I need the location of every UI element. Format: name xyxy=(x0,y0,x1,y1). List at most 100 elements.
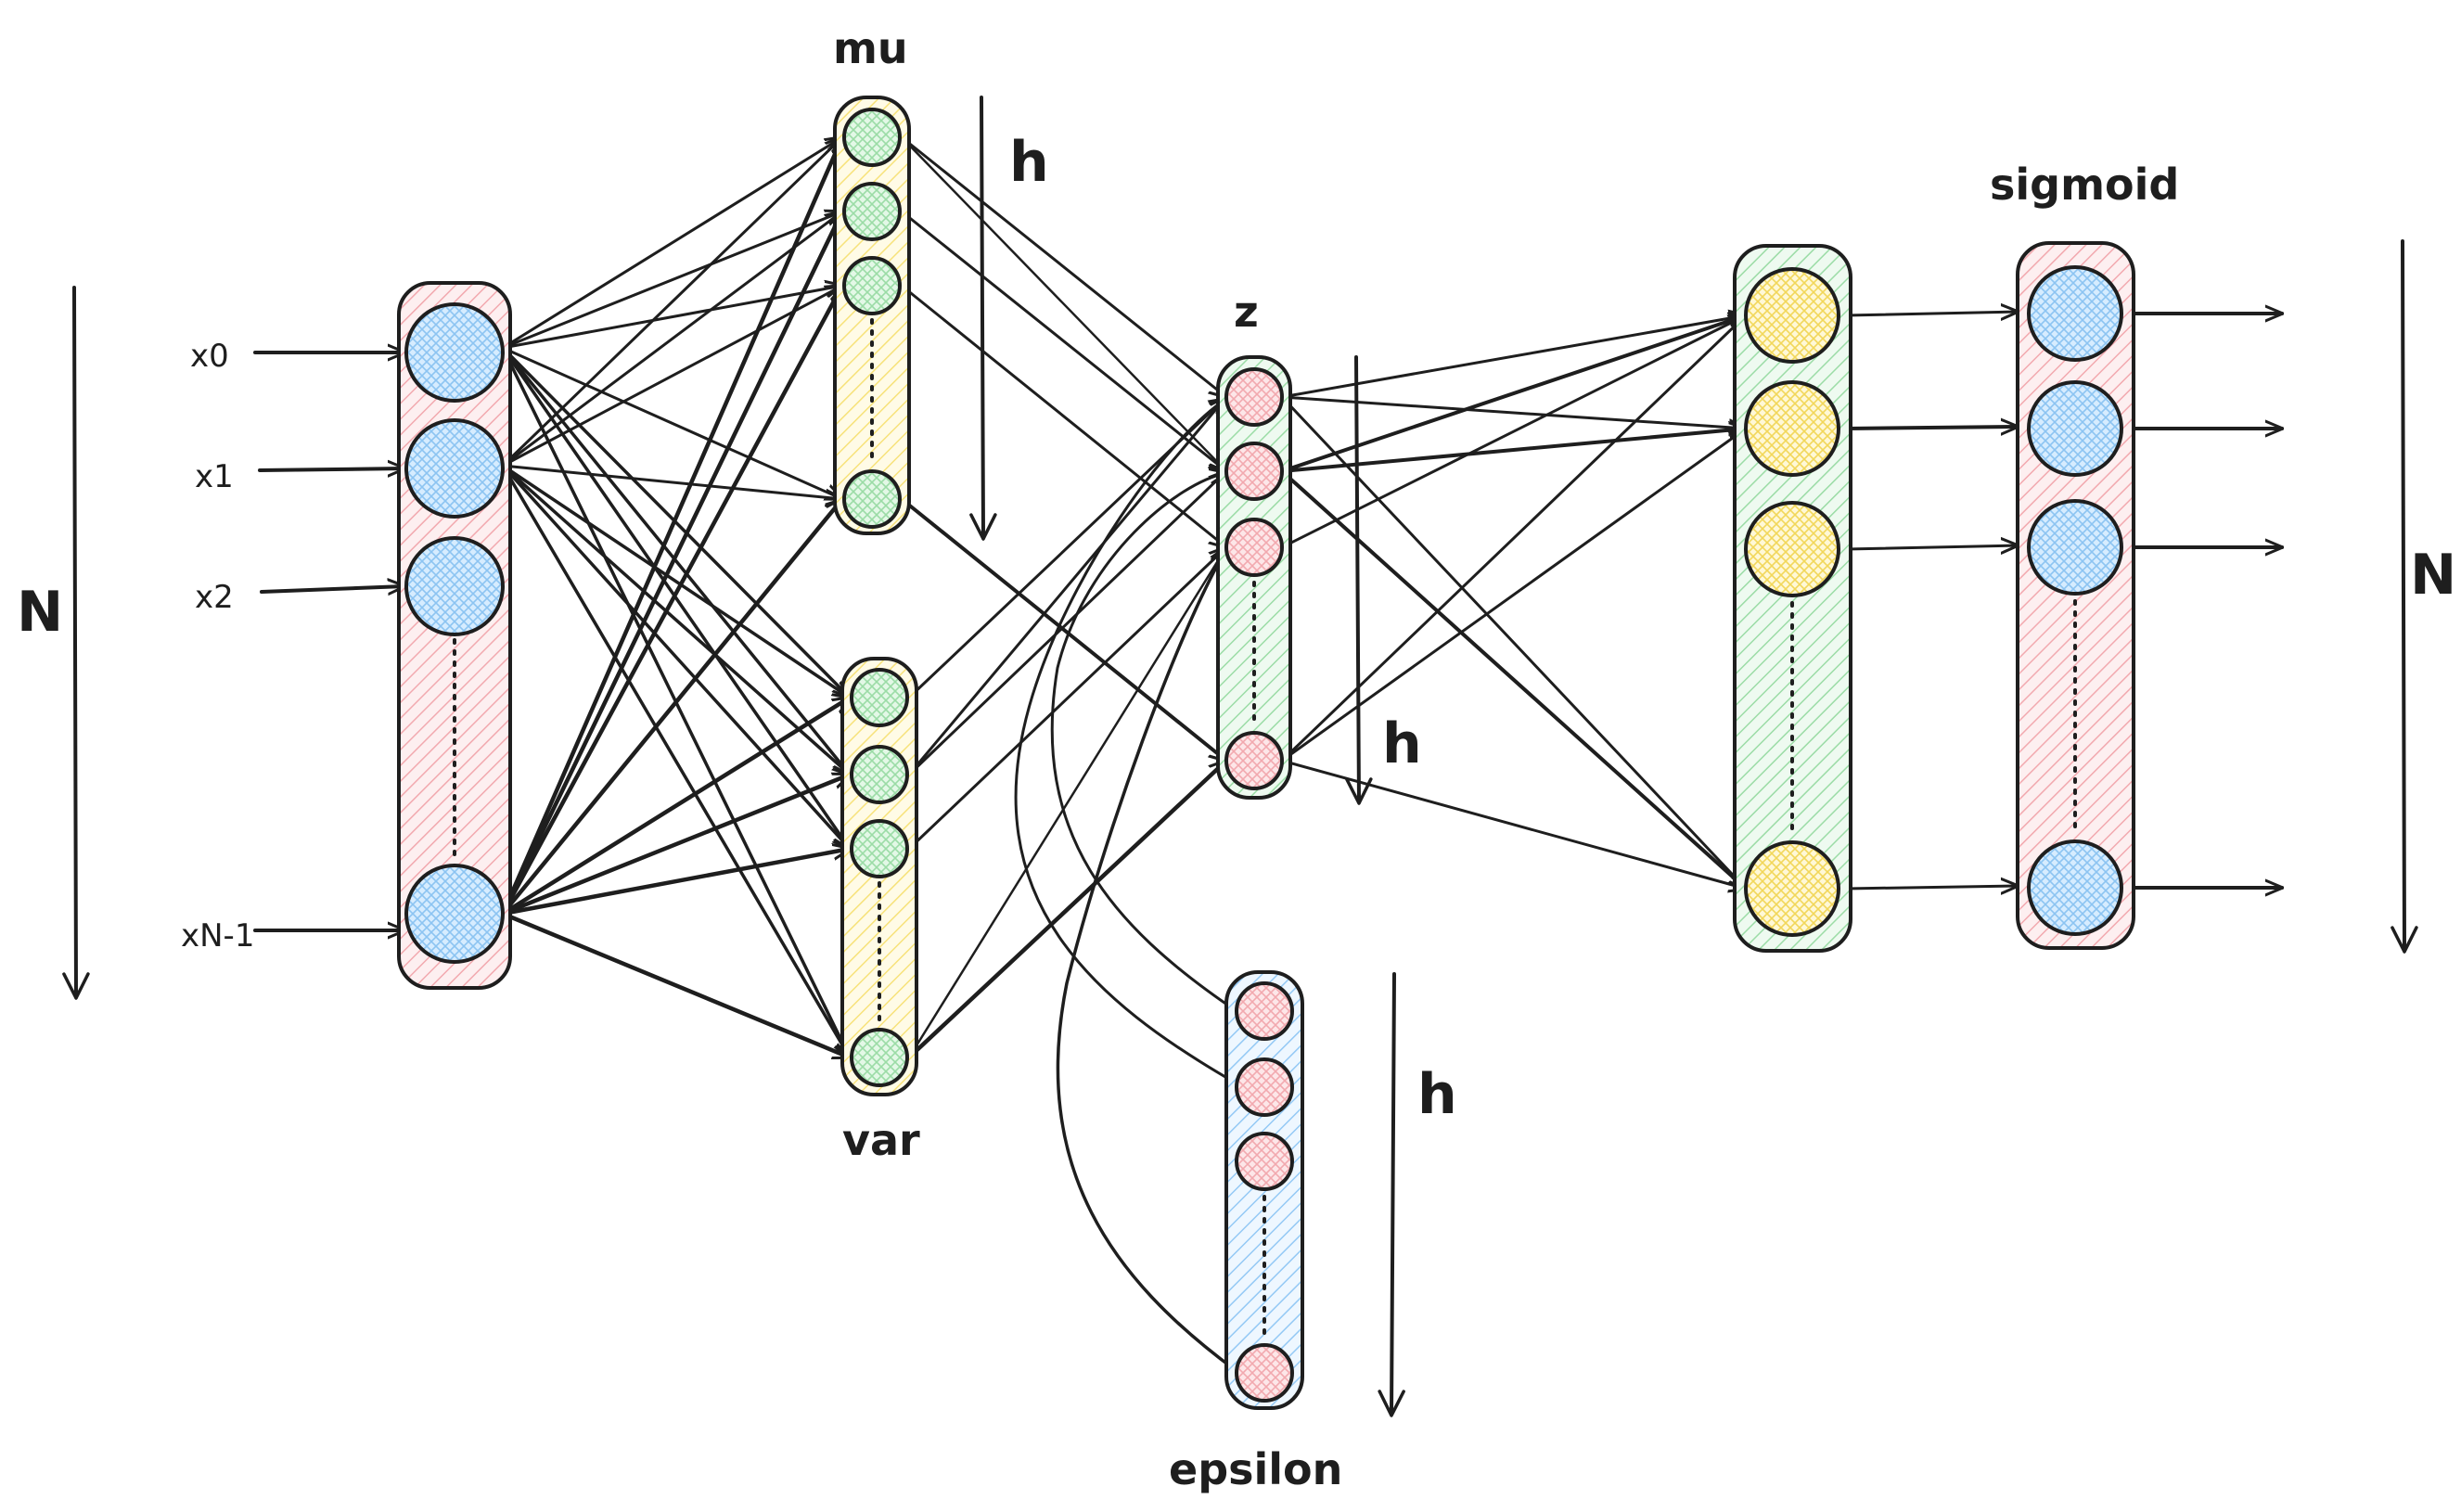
connection-edge xyxy=(900,135,1226,397)
connection-edge xyxy=(900,497,1226,761)
connection-edge xyxy=(1844,312,2018,315)
connection-edge xyxy=(907,471,1226,776)
connection-edge xyxy=(501,346,842,499)
connection-edge xyxy=(260,586,404,592)
mu-layer-node xyxy=(842,469,902,529)
connection-edge xyxy=(500,911,850,1060)
connection-edge xyxy=(500,849,850,916)
connection-edge xyxy=(1280,315,1746,399)
dim-arrow-n-right xyxy=(2391,239,2418,954)
dimension-arrows: N h h h N xyxy=(17,96,2456,1417)
var-layer-node xyxy=(850,668,909,727)
decoder-layer-node xyxy=(1744,267,1840,364)
var-layer-node xyxy=(850,1028,909,1087)
connection-edge xyxy=(1280,429,1746,762)
decoder-layer-node xyxy=(1744,501,1840,597)
connection-edge xyxy=(501,346,850,775)
input-layer-node xyxy=(404,302,505,403)
connection-edge xyxy=(500,137,845,916)
connection-edge xyxy=(1280,315,1746,473)
var-layer-node xyxy=(850,745,909,804)
input-label-xN-1: xN-1 xyxy=(181,917,254,955)
mu-layer xyxy=(833,96,911,535)
epsilon-label: epsilon xyxy=(1169,1444,1342,1494)
connection-edge xyxy=(906,758,1229,1060)
input-layer xyxy=(397,281,512,990)
sigmoid-output-layer-node xyxy=(2027,839,2123,936)
z-layer-node xyxy=(1224,731,1284,790)
sigmoid-label: sigmoid xyxy=(1990,160,2179,210)
connection-edge xyxy=(501,464,850,1057)
z-label: z xyxy=(1234,287,1259,337)
connection-edge xyxy=(258,468,404,470)
connection-edge xyxy=(1280,315,1746,762)
dim-arrow-n-left xyxy=(62,286,90,1000)
connection-edge xyxy=(900,135,1226,471)
connection-edge xyxy=(501,286,842,468)
connection-edge xyxy=(907,547,1226,851)
dim-label-h-epsilon: h xyxy=(1417,1062,1457,1127)
connection-edge xyxy=(501,346,850,849)
connection-curve xyxy=(1056,549,1238,1373)
sigmoid-output-layer-node xyxy=(2027,499,2123,596)
dim-label-h-z: h xyxy=(1382,711,1422,776)
connection-edge xyxy=(501,464,842,499)
mu-layer-node xyxy=(842,182,902,241)
epsilon-layer-node xyxy=(1235,1343,1294,1403)
dim-label-n-right: N xyxy=(2410,543,2456,608)
connection-curve xyxy=(1050,473,1238,1013)
input-label-x0: x0 xyxy=(190,338,229,375)
sigmoid-output-layer-node xyxy=(2027,380,2123,477)
dim-label-n-left: N xyxy=(17,580,63,645)
z-layer-node xyxy=(1224,367,1284,427)
connection-edge xyxy=(500,772,850,916)
connection-edge xyxy=(1844,427,2018,429)
input-layer-node xyxy=(404,536,505,636)
mu-layer-node xyxy=(842,108,902,167)
connection-edge xyxy=(900,284,1226,547)
connection-edge xyxy=(1280,429,1746,473)
input-label-x2: x2 xyxy=(195,579,234,616)
decoder-layer-node xyxy=(1744,840,1840,937)
z-layer-node xyxy=(1224,518,1284,577)
dim-arrow-h-z xyxy=(1345,355,1373,805)
epsilon-layer xyxy=(1224,970,1304,1410)
connection-edge xyxy=(501,286,842,350)
connection-edge xyxy=(501,211,842,468)
input-layer-node xyxy=(404,418,505,519)
connection-edge xyxy=(501,464,850,849)
connection-edge xyxy=(1280,395,1746,889)
connection-edge xyxy=(1844,545,2018,549)
connection-lines xyxy=(253,135,2284,1373)
decoder-layer-node xyxy=(1744,380,1840,477)
epsilon-layer-node xyxy=(1235,981,1294,1041)
z-layer-node xyxy=(1224,442,1284,501)
z-layer xyxy=(1216,355,1292,800)
connection-edge xyxy=(500,695,850,916)
connection-edge xyxy=(501,137,842,468)
connection-edge xyxy=(501,464,850,775)
decoder-layer xyxy=(1733,244,1852,953)
dim-label-h-mu: h xyxy=(1009,130,1049,195)
connection-edge xyxy=(500,211,845,916)
var-label: var xyxy=(842,1115,920,1165)
dim-arrow-h-mu xyxy=(969,96,997,541)
connection-edge xyxy=(500,286,845,916)
connection-edge xyxy=(501,137,842,350)
connection-edge xyxy=(501,346,850,698)
sigmoid-output-layer xyxy=(2016,241,2135,950)
dim-arrow-h-epsilon xyxy=(1378,972,1405,1417)
connection-edge xyxy=(1844,886,2018,889)
connection-curve xyxy=(1014,399,1238,1085)
connection-edge xyxy=(500,499,845,916)
epsilon-layer-node xyxy=(1235,1132,1294,1191)
var-layer-node xyxy=(850,819,909,878)
input-labels: x0 x1 x2 xN-1 xyxy=(181,338,254,955)
connection-edge xyxy=(501,211,842,350)
connection-edge xyxy=(501,464,850,698)
mu-label: mu xyxy=(833,23,908,73)
connection-edge xyxy=(1280,315,1746,549)
connection-edge xyxy=(907,397,1226,776)
sigmoid-output-layer-node xyxy=(2027,265,2123,362)
